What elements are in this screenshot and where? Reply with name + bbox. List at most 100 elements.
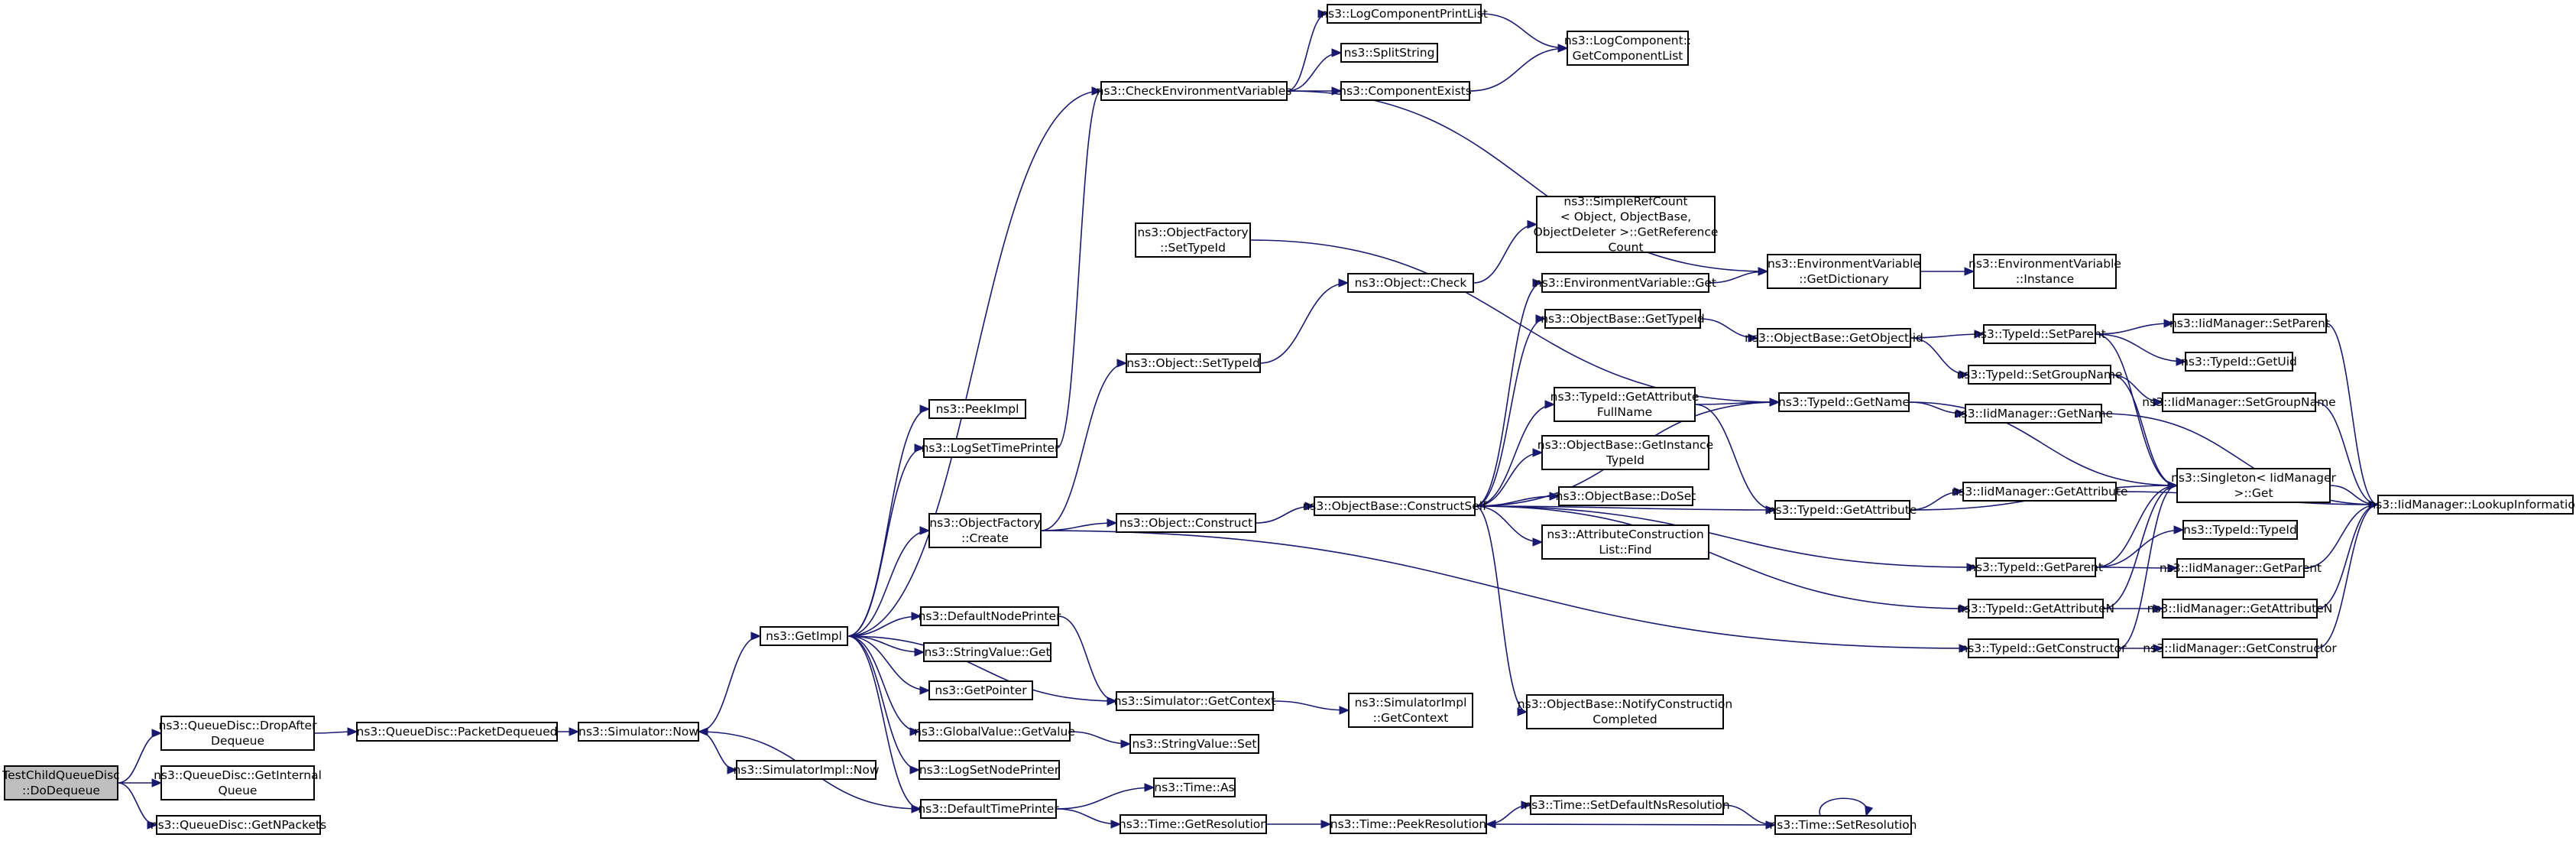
node-label: ns3::TypeId::GetName: [1778, 395, 1910, 409]
node-ns3-getimpl[interactable]: ns3::GetImpl: [760, 626, 848, 646]
node-label: ns3::ObjectFactory: [1137, 226, 1248, 239]
node-ns3-iidmanager-getconstructor[interactable]: ns3::IidManager::GetConstructor: [2143, 638, 2337, 658]
node-label: ns3::StringValue::Set: [1132, 737, 1257, 751]
node-ns3-typeid-getparent[interactable]: ns3::TypeId::GetParent: [1968, 557, 2103, 577]
node-ns3-iidmanager-setparent[interactable]: ns3::IidManager::SetParent: [2169, 313, 2330, 333]
node-ns3-typeid-setparent[interactable]: ns3::TypeId::SetParent: [1973, 324, 2106, 344]
node-box: [919, 722, 1071, 742]
node-box: [1567, 31, 1689, 66]
node-label: ns3::IidManager::GetAttributeN: [2147, 602, 2333, 615]
call-edge: [1910, 337, 1970, 379]
node-label: ns3::ComponentExists: [1339, 84, 1472, 98]
node-ns3-logsetnodeprinter[interactable]: ns3::LogSetNodePrinter: [919, 760, 1060, 780]
call-edge: [1473, 219, 1538, 284]
node-ns3-typeid-getattribute[interactable]: ns3::TypeId::GetAttribute: [1768, 500, 1917, 520]
node-ns3-peekimpl[interactable]: ns3::PeekImpl: [928, 399, 1026, 419]
node-ns3-time-setresolution[interactable]: ns3::Time::SetResolution: [1769, 815, 1917, 835]
node-box: [2162, 638, 2318, 658]
node-ns3-iidmanager-getattributen[interactable]: ns3::IidManager::GetAttributeN: [2147, 599, 2333, 619]
node-label: FullName: [1597, 405, 1652, 419]
call-edge: [698, 632, 762, 732]
node-ns3-typeid-getname[interactable]: ns3::TypeId::GetName: [1778, 392, 1910, 412]
node-ns3-iidmanager-getattribute[interactable]: ns3::IidManager::GetAttribute: [1951, 482, 2128, 502]
node-ns3-object-settypeid[interactable]: ns3::Object::SetTypeId: [1126, 353, 1261, 373]
node-ns3-splitstring[interactable]: ns3::SplitString: [1340, 43, 1438, 63]
node-ns3-iidmanager-getname[interactable]: ns3::IidManager::GetName: [1954, 404, 2113, 424]
node-box: [928, 399, 1026, 419]
node-ns3-defaultnodeprinter[interactable]: ns3::DefaultNodePrinter: [919, 606, 1061, 626]
node-box: [1135, 222, 1251, 258]
node-ns3-iidmanager-getparent[interactable]: ns3::IidManager::GetParent: [2160, 558, 2322, 578]
node-ns3-time-getresolution[interactable]: ns3::Time::GetResolution: [1119, 814, 1268, 834]
node-ns3-object-check[interactable]: ns3::Object::Check: [1347, 273, 1474, 293]
node-label: ns3::Simulator::GetContext: [1114, 694, 1276, 708]
node-testchildqueuedisc-dodequeue[interactable]: TestChildQueueDisc::DoDequeue: [2, 765, 120, 800]
node-label: ns3::IidManager::GetAttribute: [1951, 485, 2127, 498]
node-ns3-time-peekresolution[interactable]: ns3::Time::PeekResolution: [1330, 814, 1487, 834]
node-ns3-globalvalue-getvalue[interactable]: ns3::GlobalValue::GetValue: [914, 722, 1075, 742]
node-box: [928, 513, 1042, 548]
node-ns3-objectbase-getobjectiid[interactable]: ns3::ObjectBase::GetObjectIid: [1745, 328, 1923, 348]
node-ns3-iidmanager-setgroupname[interactable]: ns3::IidManager::SetGroupName: [2142, 392, 2336, 412]
node-ns3-objectfactory-settypeid[interactable]: ns3::ObjectFactory::SetTypeId: [1135, 222, 1251, 258]
node-ns3-simulatorimpl-getcontext[interactable]: ns3::SimulatorImpl::GetContext: [1348, 693, 1473, 728]
call-edge: [847, 635, 922, 813]
node-ns3-checkenvironmentvariables[interactable]: ns3::CheckEnvironmentVariables: [1097, 81, 1292, 101]
node-ns3-typeid-getconstructor[interactable]: ns3::TypeId::GetConstructor: [1960, 638, 2127, 658]
node-ns3-objectfactory-create[interactable]: ns3::ObjectFactory::Create: [928, 513, 1042, 548]
node-label: ns3::SplitString: [1344, 46, 1435, 60]
node-box: [160, 765, 315, 800]
node-ns3-objectbase-notifyconstruction-completed[interactable]: ns3::ObjectBase::NotifyConstructionCompl…: [1518, 694, 1732, 729]
node-ns3-simulator-getcontext[interactable]: ns3::Simulator::GetContext: [1114, 691, 1276, 711]
node-ns3-getpointer[interactable]: ns3::GetPointer: [928, 680, 1033, 700]
node-box: [1340, 43, 1438, 63]
node-ns3-time-setdefaultnsresolution[interactable]: ns3::Time::SetDefaultNsResolution: [1524, 795, 1730, 815]
node-box: [923, 438, 1058, 458]
node-ns3-logsettimeprinter[interactable]: ns3::LogSetTimePrinter: [922, 438, 1060, 458]
node-ns3-singleton-iidmanager-get[interactable]: ns3::Singleton< IidManager>::Get: [2171, 468, 2337, 503]
node-ns3-defaulttimeprinter[interactable]: ns3::DefaultTimePrinter: [918, 799, 1059, 819]
node-ns3-environmentvariable-getdictionary[interactable]: ns3::EnvironmentVariable::GetDictionary: [1767, 254, 1921, 289]
call-edge: [1819, 797, 1874, 817]
node-ns3-iidmanager-lookupinformation[interactable]: ns3::IidManager::LookupInformation: [2368, 495, 2576, 515]
node-ns3-typeid-typeid[interactable]: ns3::TypeId::TypeId: [2182, 520, 2298, 540]
node-box: [1968, 638, 2119, 658]
node-ns3-stringvalue-get[interactable]: ns3::StringValue::Get: [923, 642, 1051, 662]
node-ns3-objectbase-gettypeid[interactable]: ns3::ObjectBase::GetTypeId: [1541, 309, 1705, 329]
node-ns3-time-as[interactable]: ns3::Time::As: [1153, 778, 1236, 797]
node-ns3-stringvalue-set[interactable]: ns3::StringValue::Set: [1129, 734, 1259, 754]
node-box: [1965, 404, 2102, 424]
call-edge: [1474, 278, 1544, 507]
node-ns3-simplerefcount-object-objectbase-objectdeleter-getreference-count[interactable]: ns3::SimpleRefCount< Object, ObjectBase,…: [1534, 195, 1719, 255]
node-box: [1968, 365, 2111, 385]
node-ns3-object-construct[interactable]: ns3::Object::Construct: [1116, 513, 1256, 533]
node-ns3-environmentvariable-instance[interactable]: ns3::EnvironmentVariable::Instance: [1968, 254, 2121, 289]
node-ns3-componentexists[interactable]: ns3::ComponentExists: [1339, 81, 1472, 101]
node-ns3-objectbase-doset[interactable]: ns3::ObjectBase::DoSet: [1556, 486, 1696, 506]
node-ns3-queuedisc-getnpackets[interactable]: ns3::QueueDisc::GetNPackets: [151, 815, 326, 835]
call-edge: [847, 526, 931, 637]
node-ns3-typeid-getuid[interactable]: ns3::TypeId::GetUid: [2181, 352, 2297, 372]
node-label: ns3::Object::SetTypeId: [1126, 356, 1260, 370]
call-edge: [2118, 481, 2179, 649]
node-ns3-typeid-getattributen[interactable]: ns3::TypeId::GetAttributeN: [1957, 599, 2114, 619]
node-box: [1962, 482, 2117, 502]
node-box: [1541, 273, 1709, 293]
node-ns3-logcomponent-getcomponentlist[interactable]: ns3::LogComponent::GetComponentList: [1564, 31, 1691, 66]
node-label: ns3::ObjectBase::ConstructSelf: [1302, 499, 1487, 513]
node-ns3-typeid-setgroupname[interactable]: ns3::TypeId::SetGroupName: [1956, 365, 2123, 385]
node-ns3-logcomponentprintlist[interactable]: ns3::LogComponentPrintList: [1320, 4, 1488, 24]
node-label: ns3::PeekImpl: [936, 402, 1019, 416]
call-edge: [1474, 505, 1528, 716]
node-ns3-objectbase-constructself[interactable]: ns3::ObjectBase::ConstructSelf: [1302, 496, 1487, 516]
node-ns3-simulatorimpl-now[interactable]: ns3::SimulatorImpl::Now: [733, 760, 880, 780]
node-box: [1126, 353, 1261, 373]
node-ns3-environmentvariable-get[interactable]: ns3::EnvironmentVariable::Get: [1534, 273, 1716, 293]
node-ns3-queuedisc-packetdequeued[interactable]: ns3::QueueDisc::PacketDequeued: [356, 722, 558, 742]
node-ns3-simulator-now[interactable]: ns3::Simulator::Now: [578, 722, 699, 742]
